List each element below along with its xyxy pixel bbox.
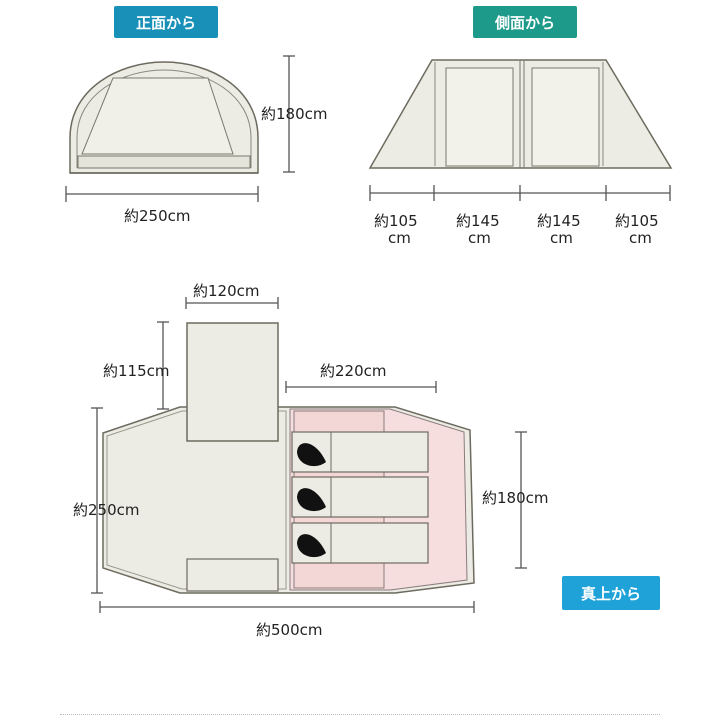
top-inner-depth-label: 約180cm xyxy=(482,489,549,507)
front-width-dimension xyxy=(65,186,259,202)
front-view: 約180cm 約250cm xyxy=(65,55,328,225)
side-seg1-unit: cm xyxy=(388,229,411,247)
top-view-badge: 真上から xyxy=(562,576,660,610)
top-total-depth-label: 約250cm xyxy=(73,501,140,519)
front-height-dimension xyxy=(283,55,295,173)
front-floor xyxy=(77,155,251,169)
side-seg3-unit: cm xyxy=(550,229,573,247)
front-view-badge: 正面から xyxy=(114,6,218,38)
top-annex-width-label: 約120cm xyxy=(193,282,260,300)
side-seg1-value: 約105 xyxy=(374,212,418,230)
side-seg3-value: 約145 xyxy=(537,212,581,230)
side-seg2-unit: cm xyxy=(468,229,491,247)
side-seg4-value: 約105 xyxy=(615,212,659,230)
pillow-icon xyxy=(297,443,326,467)
pillow-icon xyxy=(297,534,326,558)
side-view-badge: 側面から xyxy=(473,6,577,38)
top-annex-depth-label: 約115cm xyxy=(103,362,170,380)
front-width-label: 約250cm xyxy=(124,207,191,225)
sleeping-bag-3 xyxy=(291,522,429,564)
sleeping-bag-1 xyxy=(291,431,429,473)
top-living-area xyxy=(106,410,287,590)
top-total-length-label: 約500cm xyxy=(256,621,323,639)
side-seg4-unit: cm xyxy=(629,229,652,247)
top-view: 約120cm 約115cm 約220cm 約250cm 約180cm 約500c… xyxy=(73,282,549,639)
side-view: 約105 cm 約145 cm 約145 cm 約105 cm xyxy=(368,59,673,247)
front-height-label: 約180cm xyxy=(261,105,328,123)
top-inner-width-label: 約220cm xyxy=(320,362,387,380)
front-tent-inner-arc xyxy=(76,69,252,168)
side-door-left xyxy=(445,67,514,167)
top-rear-door xyxy=(186,558,279,592)
top-annex xyxy=(186,322,279,442)
side-seg2-value: 約145 xyxy=(456,212,500,230)
side-segment-dimension xyxy=(369,185,671,201)
front-door-panel xyxy=(81,77,234,155)
sleeping-bag-2 xyxy=(291,476,429,518)
pillow-icon xyxy=(297,488,326,512)
top-dimension-lines xyxy=(91,297,527,613)
side-door-right xyxy=(531,67,600,167)
footer-divider xyxy=(60,714,660,715)
